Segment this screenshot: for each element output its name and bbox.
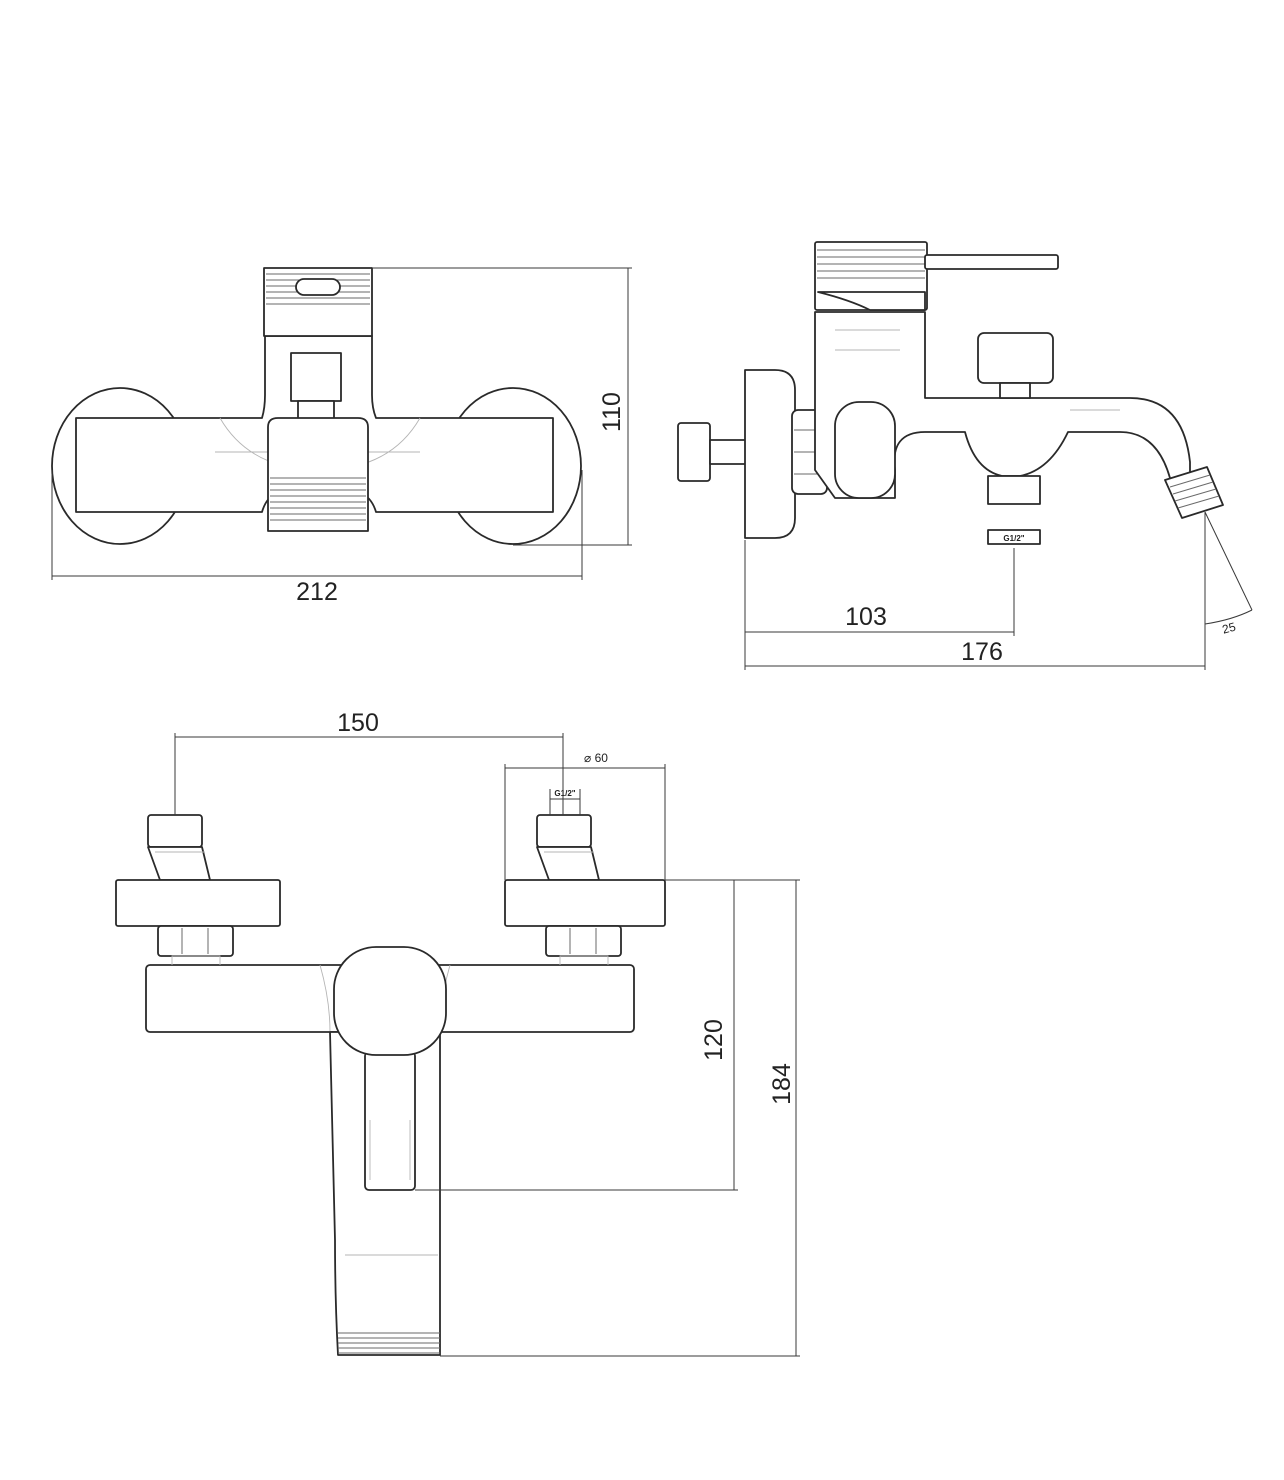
front-view: 212 110 bbox=[51, 267, 632, 606]
side-body-spout bbox=[814, 311, 1191, 499]
top-left-inlet bbox=[147, 814, 203, 848]
lever-slot bbox=[295, 278, 341, 296]
side-aerator bbox=[1164, 466, 1224, 519]
side-lever bbox=[924, 254, 1059, 270]
top-view: 150 ⌀ 60 G1/2" 120 184 bbox=[115, 709, 800, 1357]
dim-label-176: 176 bbox=[961, 638, 1003, 666]
side-shower-connector bbox=[977, 332, 1054, 384]
side-wall-flange bbox=[744, 369, 796, 539]
top-thread-label: G1/2" bbox=[554, 789, 575, 798]
dim-arc-25 bbox=[1204, 609, 1253, 625]
dim-label-212: 212 bbox=[296, 578, 338, 606]
top-shower-outlet bbox=[364, 1051, 416, 1191]
side-view: G1/2" 25 103 176 bbox=[677, 241, 1253, 670]
top-left-flange bbox=[115, 879, 281, 927]
aerator-thread bbox=[270, 477, 366, 521]
dim-label-103: 103 bbox=[845, 603, 887, 631]
dim-label-120: 120 bbox=[700, 1019, 728, 1061]
spout-outlet bbox=[267, 417, 369, 532]
top-aerator-thread bbox=[338, 1332, 440, 1354]
dim-label-184: 184 bbox=[768, 1063, 796, 1105]
side-thread-label: G1/2" bbox=[1003, 534, 1024, 543]
side-diverter-knob bbox=[834, 401, 896, 499]
diverter-knob bbox=[290, 352, 342, 402]
dim-label-diameter-60: ⌀ 60 bbox=[584, 751, 608, 765]
dim-label-25: 25 bbox=[1221, 620, 1238, 637]
top-right-inlet bbox=[536, 814, 592, 848]
top-right-flange bbox=[504, 879, 666, 927]
top-diverter-knob bbox=[333, 946, 447, 1056]
side-inlet-connector bbox=[677, 422, 711, 482]
top-right-nut bbox=[545, 925, 622, 957]
dim-label-110: 110 bbox=[598, 392, 626, 432]
dim-label-150: 150 bbox=[337, 709, 379, 737]
side-bottom-outlet bbox=[987, 475, 1041, 505]
top-left-nut bbox=[157, 925, 234, 957]
